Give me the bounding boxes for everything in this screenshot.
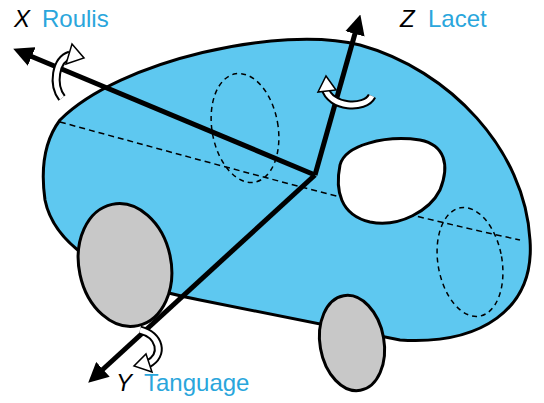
axis-name: Lacet xyxy=(428,6,487,32)
car-body xyxy=(43,39,530,340)
hidden-wheel xyxy=(203,68,287,188)
axis-letter: X xyxy=(14,6,30,32)
y-axis xyxy=(100,175,315,372)
axis-name: Tanguage xyxy=(144,370,249,396)
x-axis xyxy=(28,55,315,175)
wheel xyxy=(312,290,392,396)
axis-name: Roulis xyxy=(42,6,109,32)
axis-letter: Z xyxy=(400,6,415,32)
window xyxy=(338,139,445,223)
axis-letter: Y xyxy=(116,370,132,396)
hidden-wheel xyxy=(429,202,511,321)
pitch-arrow xyxy=(134,330,158,372)
roll-arrow xyxy=(56,44,84,98)
yaw-arrow xyxy=(318,76,372,105)
